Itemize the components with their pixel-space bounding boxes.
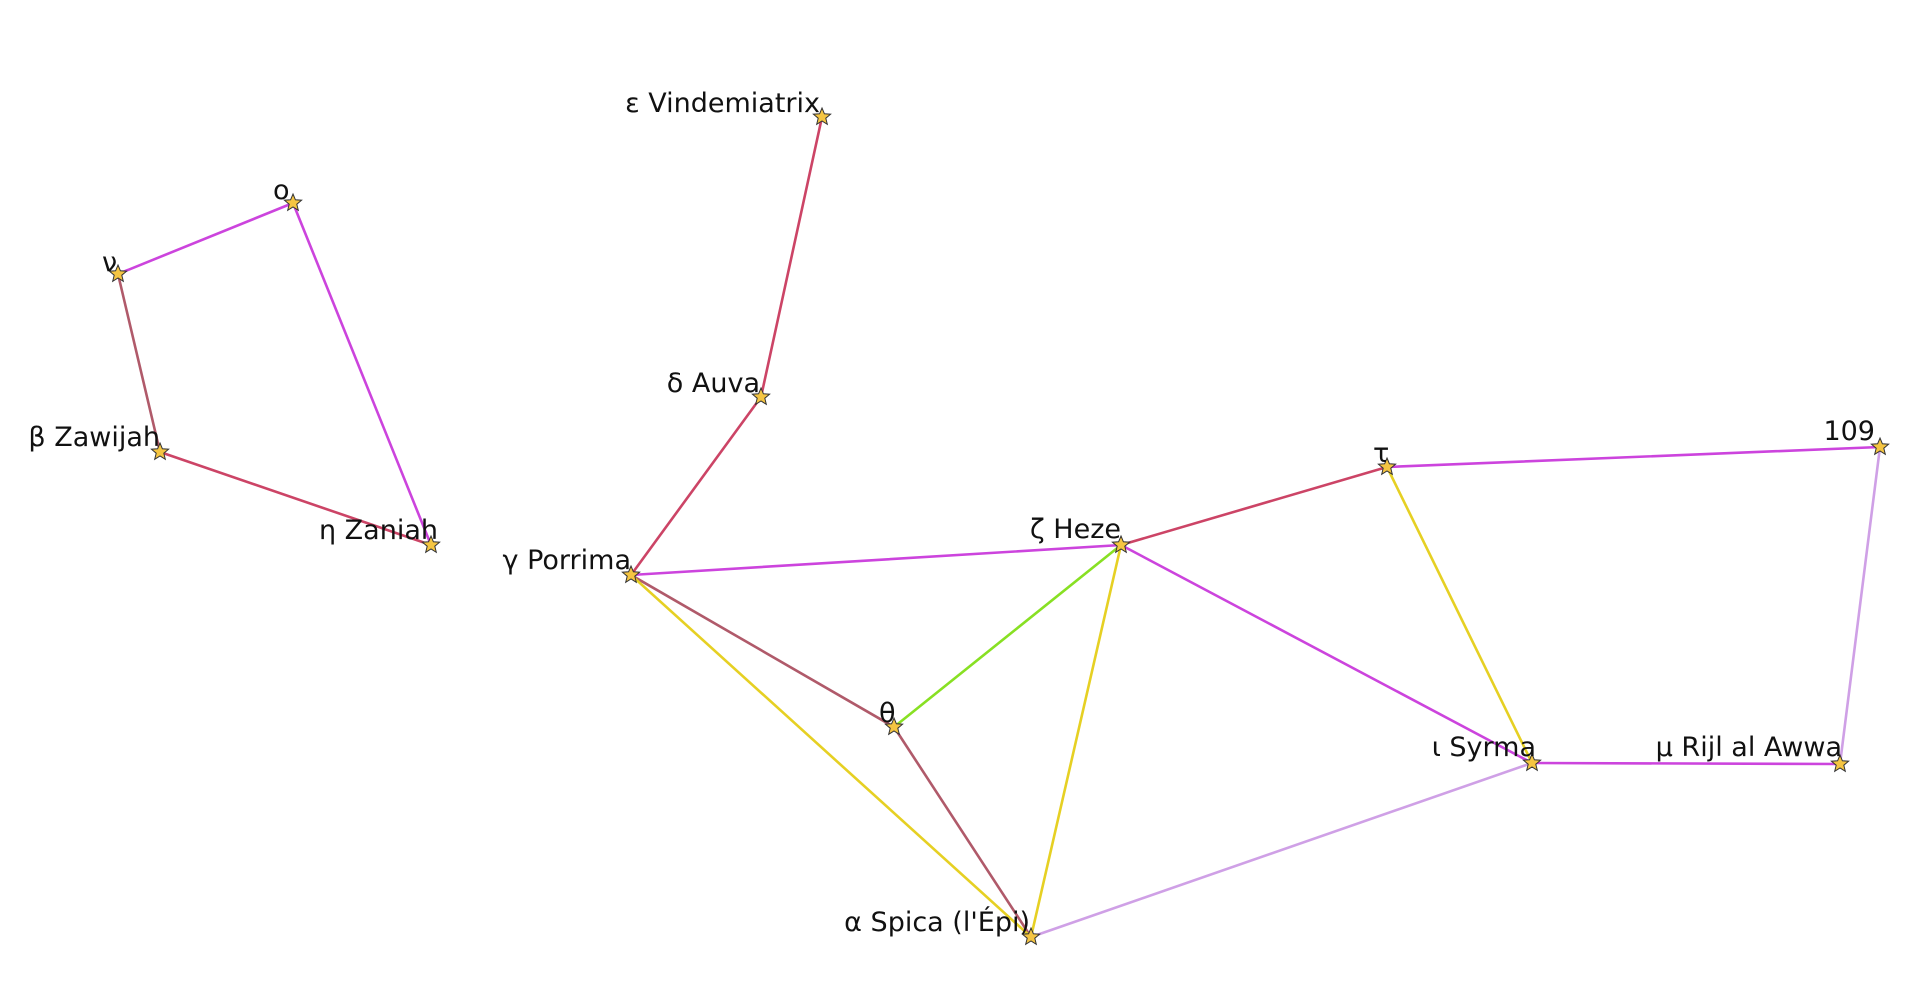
edge-zeta-iota [1119, 543, 1534, 765]
star-s109: 109 [1823, 416, 1890, 456]
star-label-theta: θ [879, 698, 896, 729]
star-delta: δ Auva [667, 368, 771, 406]
star-icon [150, 441, 170, 461]
star-label-gamma: γ Porrima [503, 545, 631, 576]
star-gamma: γ Porrima [503, 545, 641, 584]
star-mu: μ Rijl al Awwa [1656, 732, 1850, 773]
star-label-beta: β Zawijah [28, 422, 160, 453]
star-zeta: ζ Heze [1030, 514, 1131, 554]
star-beta: β Zawijah [28, 422, 170, 461]
star-icon [1021, 926, 1041, 946]
edge-delta-gamma [629, 395, 763, 577]
star-icon [1830, 753, 1850, 773]
star-icon [421, 534, 441, 554]
edge-zeta-tau [1119, 465, 1389, 547]
star-icon [1377, 456, 1397, 476]
star-omicron: ο [273, 175, 303, 212]
stars-layer: ε Vindemiatrix ο ν β Zawijah η Zaniah δ Auva γ… [28, 88, 1890, 946]
star-icon [621, 564, 641, 584]
star-tau: τ [1373, 438, 1397, 476]
edge-zeta-alpha [1029, 543, 1123, 939]
star-label-alpha: α Spica (l'Épi) [844, 906, 1030, 938]
edges-layer [116, 115, 1882, 939]
star-label-delta: δ Auva [667, 368, 760, 399]
star-icon [283, 192, 303, 212]
star-label-zeta: ζ Heze [1030, 514, 1121, 545]
star-icon [1870, 436, 1890, 456]
edge-gamma-zeta [629, 543, 1123, 577]
star-label-s109: 109 [1823, 416, 1875, 447]
star-epsilon: ε Vindemiatrix [625, 88, 832, 126]
star-nu: ν [102, 247, 128, 283]
edge-s109-mu [1838, 445, 1882, 766]
star-label-eta: η Zaniah [319, 515, 438, 546]
star-label-tau: τ [1373, 438, 1389, 469]
edge-tau-iota [1385, 465, 1534, 765]
edge-omicron-nu [116, 201, 295, 276]
star-icon [1111, 534, 1131, 554]
star-eta: η Zaniah [319, 515, 441, 554]
edge-gamma-theta [629, 573, 896, 729]
star-icon [812, 106, 832, 126]
star-icon [884, 716, 904, 736]
edge-nu-beta [116, 272, 162, 454]
star-icon [108, 263, 128, 283]
star-iota: ι Syrma [1432, 732, 1542, 772]
edge-epsilon-delta [759, 115, 824, 399]
edge-alpha-iota [1029, 761, 1534, 939]
edge-mu-iota [1530, 761, 1842, 766]
star-label-epsilon: ε Vindemiatrix [625, 88, 820, 119]
edge-tau-s109 [1385, 445, 1882, 469]
star-label-nu: ν [102, 247, 117, 278]
star-icon [751, 386, 771, 406]
edge-zeta-theta [892, 543, 1123, 729]
star-label-omicron: ο [273, 175, 290, 206]
edge-gamma-alpha [629, 573, 1033, 939]
edge-beta-eta [158, 450, 433, 547]
edge-omicron-eta [291, 201, 433, 547]
star-icon [1522, 752, 1542, 772]
star-label-mu: μ Rijl al Awwa [1656, 732, 1842, 763]
star-theta: θ [879, 698, 904, 736]
edge-theta-alpha [892, 725, 1033, 939]
star-alpha: α Spica (l'Épi) [844, 906, 1041, 946]
star-label-iota: ι Syrma [1432, 732, 1536, 763]
